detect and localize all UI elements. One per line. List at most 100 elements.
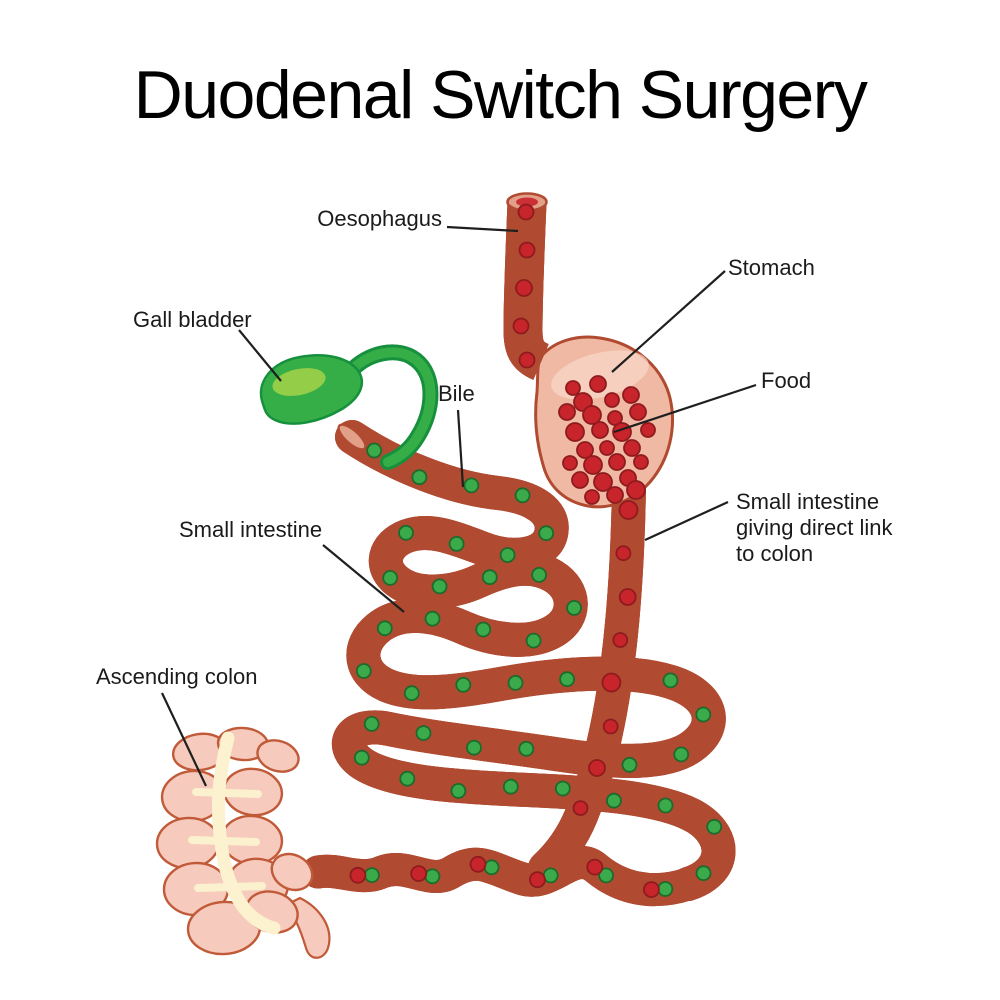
bile-dot <box>538 525 555 542</box>
bile-dot <box>424 868 441 885</box>
bile-dot <box>398 524 414 541</box>
food-dot <box>608 453 626 471</box>
food-dot <box>529 871 546 889</box>
food-dot <box>589 375 607 393</box>
bile-limb-highlight <box>349 437 719 884</box>
bile-dot <box>448 536 465 552</box>
food-dot <box>633 454 649 470</box>
leader-bile <box>456 409 465 488</box>
bile-dot <box>363 716 380 732</box>
food-dot <box>572 800 589 816</box>
leader-lines <box>161 225 757 787</box>
food-dot <box>643 881 660 898</box>
label-small-intestine-link: Small intestine giving direct link to co… <box>736 489 893 567</box>
food-dot <box>640 422 656 438</box>
bile-dot <box>415 725 432 741</box>
food-dot <box>518 241 536 259</box>
bile-dot <box>554 780 571 797</box>
bile-dot <box>673 746 690 763</box>
bile-dot <box>424 610 441 627</box>
food-dot <box>583 455 603 475</box>
food-dot <box>512 317 530 335</box>
bile-dot <box>366 442 383 459</box>
label-small-intestine-link-line2: giving direct link <box>736 515 893 540</box>
bile-dot <box>399 770 416 787</box>
bile-dot <box>525 632 542 649</box>
bile-dot <box>598 867 614 884</box>
bile-dot <box>376 620 393 637</box>
alimentary-limb-tube <box>528 469 646 885</box>
food-dot <box>582 405 602 425</box>
bile-dot <box>518 740 535 757</box>
label-small-intestine: Small intestine <box>179 517 323 542</box>
dots-layer <box>349 203 723 898</box>
label-bile: Bile <box>438 381 475 406</box>
label-ascending-colon: Ascending colon <box>96 664 258 689</box>
oesophagus-lumen <box>516 197 538 207</box>
food-dot <box>618 500 639 520</box>
bile-dot <box>621 756 638 773</box>
bile-dot <box>507 675 524 691</box>
bile-dot <box>481 569 498 586</box>
bile-dot <box>559 671 575 688</box>
colon-tenia-stripe <box>211 731 281 935</box>
food-dot <box>622 386 640 404</box>
ascending-colon-shape <box>155 726 331 959</box>
bile-dot <box>514 487 531 504</box>
leader-food <box>613 383 757 434</box>
bile-dot <box>531 567 547 583</box>
bile-dot <box>695 865 712 882</box>
food-dot <box>626 480 646 500</box>
food-dot <box>469 855 487 873</box>
bile-dot <box>657 797 674 814</box>
food-dot <box>584 489 600 505</box>
bile-dot <box>695 706 712 723</box>
bile-dot <box>566 600 582 616</box>
bile-dot <box>499 547 516 563</box>
bile-dot <box>355 663 372 679</box>
bile-dot <box>606 792 622 809</box>
leader-ascending-colon <box>161 692 207 787</box>
bile-dot <box>466 739 482 756</box>
bile-dot <box>403 685 420 702</box>
bile-dot <box>411 469 428 486</box>
food-dot <box>565 422 585 442</box>
leader-gall-bladder <box>238 329 282 382</box>
food-dot <box>515 279 533 297</box>
food-dot <box>571 471 589 489</box>
food-dot <box>565 380 581 396</box>
food-dot <box>349 866 367 884</box>
food-dot <box>623 439 641 457</box>
bile-dot <box>662 672 679 689</box>
leader-stomach <box>611 270 726 373</box>
bile-dot <box>450 783 467 799</box>
label-small-intestine-link-line1: Small intestine <box>736 489 880 514</box>
colon-haustra-stripe <box>192 788 262 798</box>
bile-dot <box>463 477 480 494</box>
leader-intestine-link <box>644 500 729 542</box>
food-dot <box>562 455 578 471</box>
food-dot <box>518 351 536 369</box>
food-dot <box>599 440 615 456</box>
label-stomach: Stomach <box>728 255 815 280</box>
bile-dot <box>353 749 370 766</box>
food-dot <box>618 588 637 606</box>
label-gall-bladder: Gall bladder <box>133 307 252 332</box>
food-dot <box>517 203 535 221</box>
food-dot <box>588 759 606 777</box>
page-title: Duodenal Switch Surgery <box>133 57 868 133</box>
bile-dot <box>475 621 492 638</box>
food-dot <box>615 545 632 562</box>
food-dot <box>602 718 619 735</box>
food-dot <box>558 403 576 421</box>
food-dot <box>604 392 620 408</box>
food-dot <box>606 486 624 504</box>
bile-dot <box>502 778 519 795</box>
duodenum-cut-end <box>337 423 367 451</box>
bile-duct <box>342 344 439 470</box>
food-dot <box>629 403 647 421</box>
bile-dot <box>431 578 448 595</box>
bile-dot <box>657 881 674 897</box>
